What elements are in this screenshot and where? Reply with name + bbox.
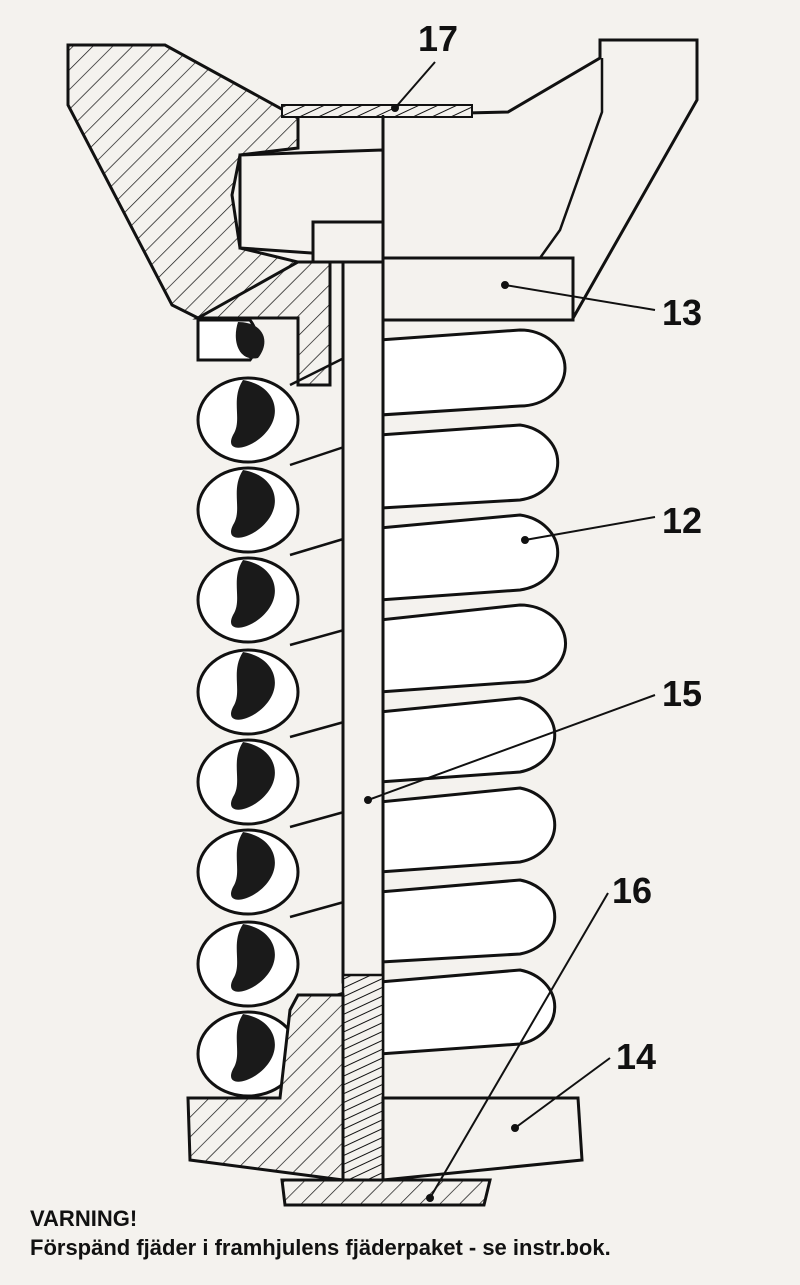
spring-seat [381, 256, 575, 322]
lower-base-section [186, 993, 345, 1182]
upper-collar-section [192, 260, 332, 387]
top-washer [281, 104, 473, 118]
warning-title: VARNING! [30, 1206, 138, 1231]
warning-block: VARNING! Förspänd fjäder i framhjulens f… [30, 1205, 611, 1263]
callout-14: 14 [616, 1036, 657, 1077]
nut [311, 220, 385, 264]
bottom-washer [280, 1178, 492, 1207]
callout-17: 17 [418, 18, 459, 59]
center-rod [341, 260, 385, 984]
warning-text: Förspänd fjäder i framhjulens fjäderpake… [30, 1235, 611, 1260]
coil-sections-left [196, 318, 300, 1098]
callout-16: 16 [612, 870, 653, 911]
leader-lines [364, 61, 656, 1202]
rod-thread [341, 973, 385, 1182]
callout-12: 12 [662, 500, 703, 541]
lower-base-right [381, 1096, 584, 1182]
callout-13: 13 [662, 292, 703, 333]
callout-15: 15 [662, 673, 703, 714]
coil-loops-right [378, 328, 568, 1056]
